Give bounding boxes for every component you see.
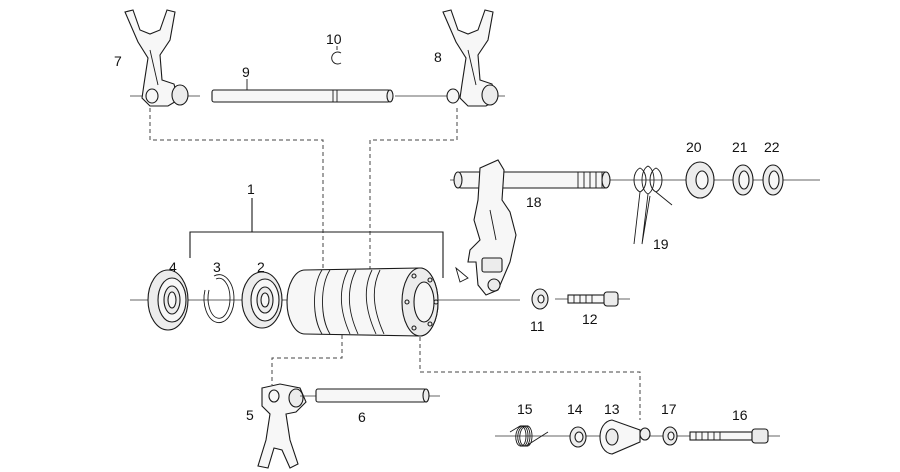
label-4: 4: [169, 259, 177, 275]
shift-drum: [286, 267, 439, 337]
label-11: 11: [530, 318, 545, 334]
label-15: 15: [517, 401, 533, 417]
bolt-16: [689, 428, 769, 444]
washer-17: [662, 426, 678, 446]
bearing-4: [147, 269, 189, 331]
label-19: 19: [653, 236, 669, 252]
spring-15: [509, 425, 549, 447]
label-12: 12: [582, 311, 598, 327]
bolt-12: [555, 291, 630, 307]
label-5: 5: [246, 407, 254, 423]
circlip-10: [331, 51, 342, 65]
washer-11: [531, 288, 549, 310]
assembly-bracket-1: [189, 198, 444, 278]
label-13: 13: [604, 401, 620, 417]
washer-22: [762, 164, 784, 196]
washer-20: [685, 161, 715, 199]
label-14: 14: [567, 401, 583, 417]
label-3: 3: [213, 259, 221, 275]
circlip-3: [203, 274, 235, 324]
washer-21: [732, 164, 754, 196]
label-9: 9: [242, 64, 250, 80]
shaft-6: [300, 388, 440, 403]
bushing-14: [569, 426, 587, 448]
label-20: 20: [686, 139, 702, 155]
label-22: 22: [764, 139, 780, 155]
label-7: 7: [114, 53, 122, 69]
label-1: 1: [247, 181, 255, 197]
leader-lines: [246, 46, 338, 90]
shaft-9: [211, 89, 394, 103]
shift-fork-8: [395, 9, 505, 107]
label-16: 16: [732, 407, 748, 423]
return-spring-19: [633, 165, 673, 245]
shift-fork-5: [257, 383, 307, 469]
shift-fork-7: [124, 9, 200, 107]
label-10: 10: [326, 31, 342, 47]
bearing-2: [241, 271, 283, 329]
shift-arm: [455, 159, 517, 296]
label-2: 2: [257, 259, 265, 275]
label-17: 17: [661, 401, 677, 417]
label-6: 6: [358, 409, 366, 425]
part-number-labels: 1 2 3 4 5 6 7 8 9 10 11 12 13 14 15 16 1…: [114, 31, 780, 425]
label-8: 8: [434, 49, 442, 65]
lever-13: [599, 419, 651, 455]
label-21: 21: [732, 139, 748, 155]
dashed-connection-lines: [149, 108, 641, 420]
label-18: 18: [526, 194, 542, 210]
